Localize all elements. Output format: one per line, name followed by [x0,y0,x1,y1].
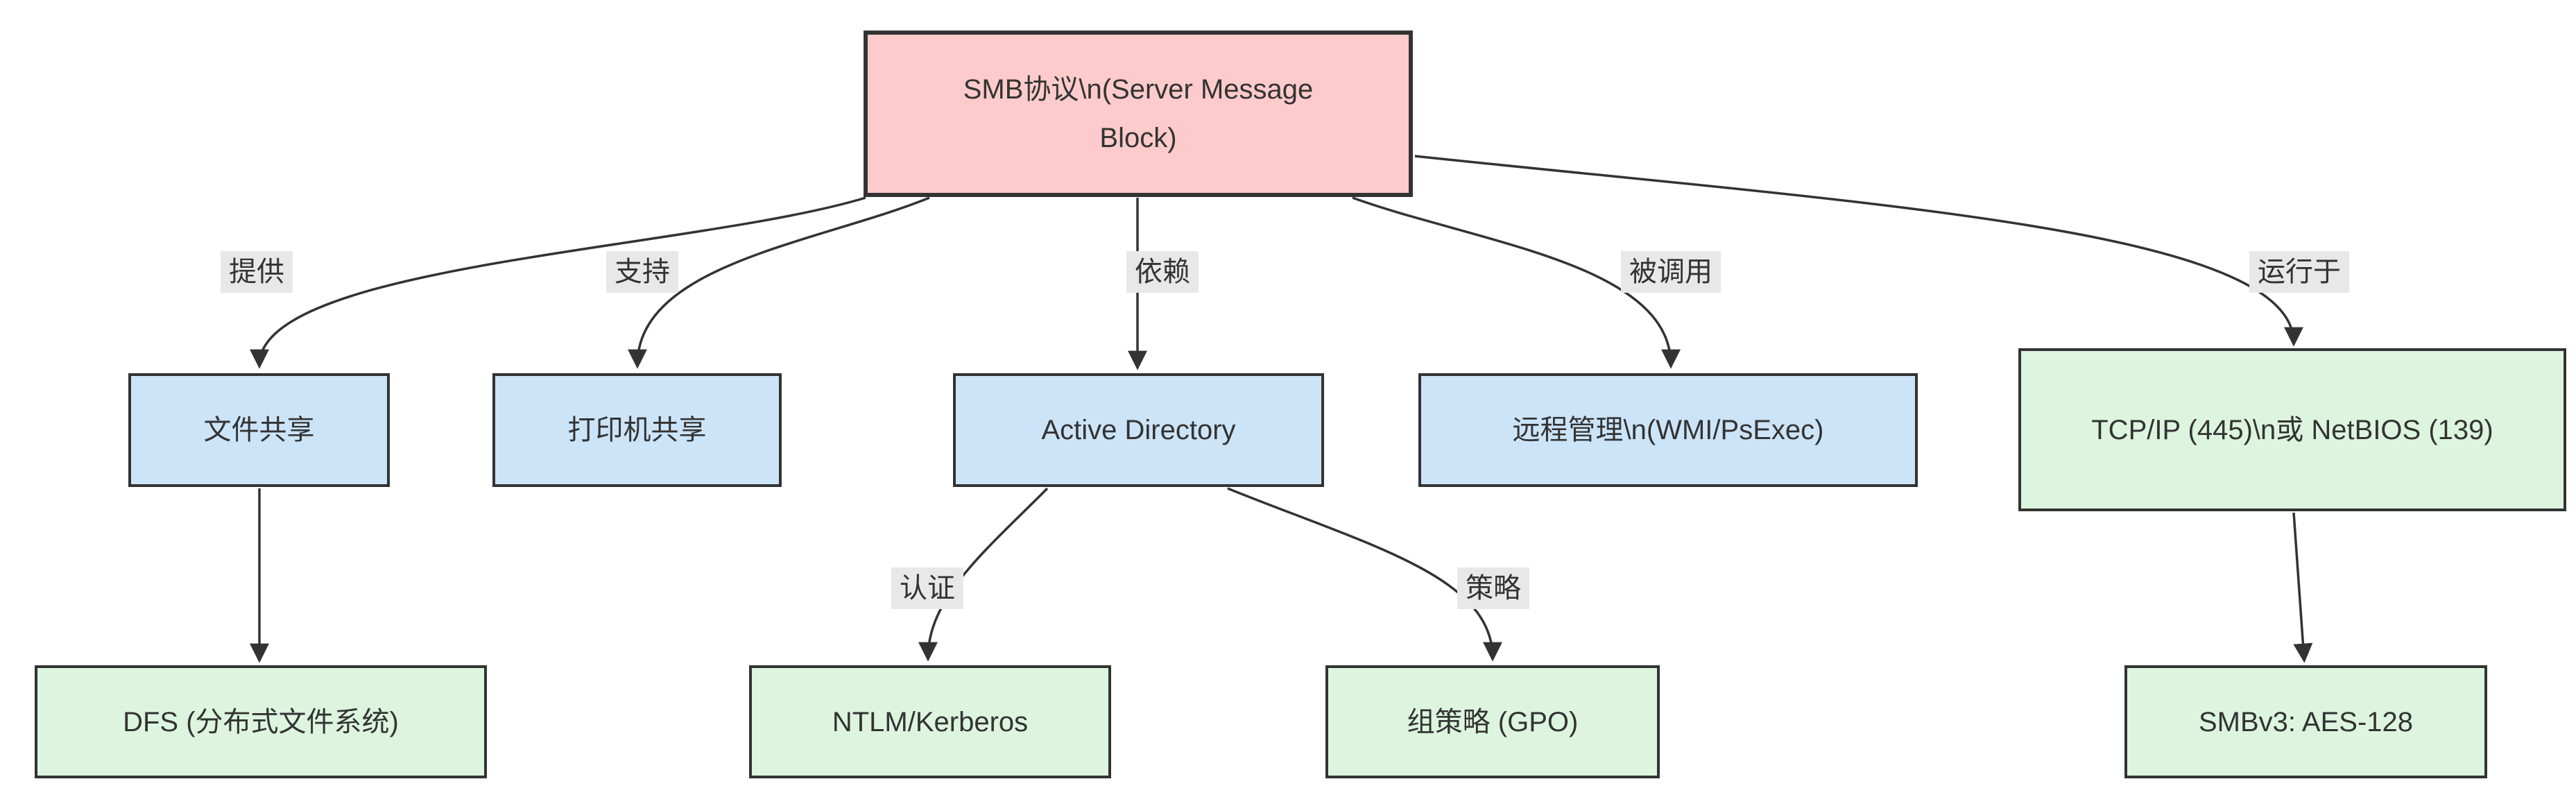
node-smbv3: SMBv3: AES-128 [2124,665,2487,778]
node-label-tcp-ip: TCP/IP (445)\n或 NetBIOS (139) [2091,414,2493,445]
edge-provides [250,196,866,369]
node-label-file-sharing: 文件共享 [203,415,315,445]
edge-label-runs-on: 运行于 [2249,251,2349,293]
edge-label-supports: 支持 [606,251,678,293]
node-label-group-policy: 组策略 (GPO) [1407,706,1579,737]
edge-label-authentication: 认证 [891,567,963,609]
edge-supports [628,196,930,369]
edge-label-depends-on: 依赖 [1126,251,1199,293]
edge-label-called-by: 被调用 [1621,251,1721,293]
edge-authentication [918,487,1049,662]
edge-tcp-to-smbv3 [2292,512,2313,663]
node-label-smbv3: SMBv3: AES-128 [2198,706,2414,737]
node-dfs: DFS (分布式文件系统) [35,665,487,778]
edge-label-provides: 提供 [221,251,293,293]
node-label-dfs: DFS (分布式文件系统) [123,706,399,737]
node-ntlm-kerberos: NTLM/Kerberos [749,665,1111,778]
node-label-active-directory: Active Directory [1041,415,1236,445]
node-label-ntlm-kerberos: NTLM/Kerberos [832,706,1029,737]
node-tcp-ip: TCP/IP (445)\n或 NetBIOS (139) [2018,348,2566,511]
node-label-printer-sharing: 打印机共享 [567,415,707,445]
node-remote-management: 远程管理\n(WMI/PsExec) [1418,373,1918,487]
node-label-remote-management: 远程管理\n(WMI/PsExec) [1512,415,1824,445]
edge-policy [1227,487,1502,662]
edge-called-by [1352,196,1681,369]
node-printer-sharing: 打印机共享 [492,373,782,487]
node-active-directory: Active Directory [953,373,1324,487]
node-file-sharing: 文件共享 [128,373,390,487]
node-group-policy: 组策略 (GPO) [1325,665,1660,778]
edge-label-policy: 策略 [1457,567,1529,609]
edge-runs-on [1414,155,2303,347]
node-label-smb: SMB协议\n(Server Message Block) [963,74,1314,153]
node-smb: SMB协议\n(Server Message Block) [864,31,1413,197]
